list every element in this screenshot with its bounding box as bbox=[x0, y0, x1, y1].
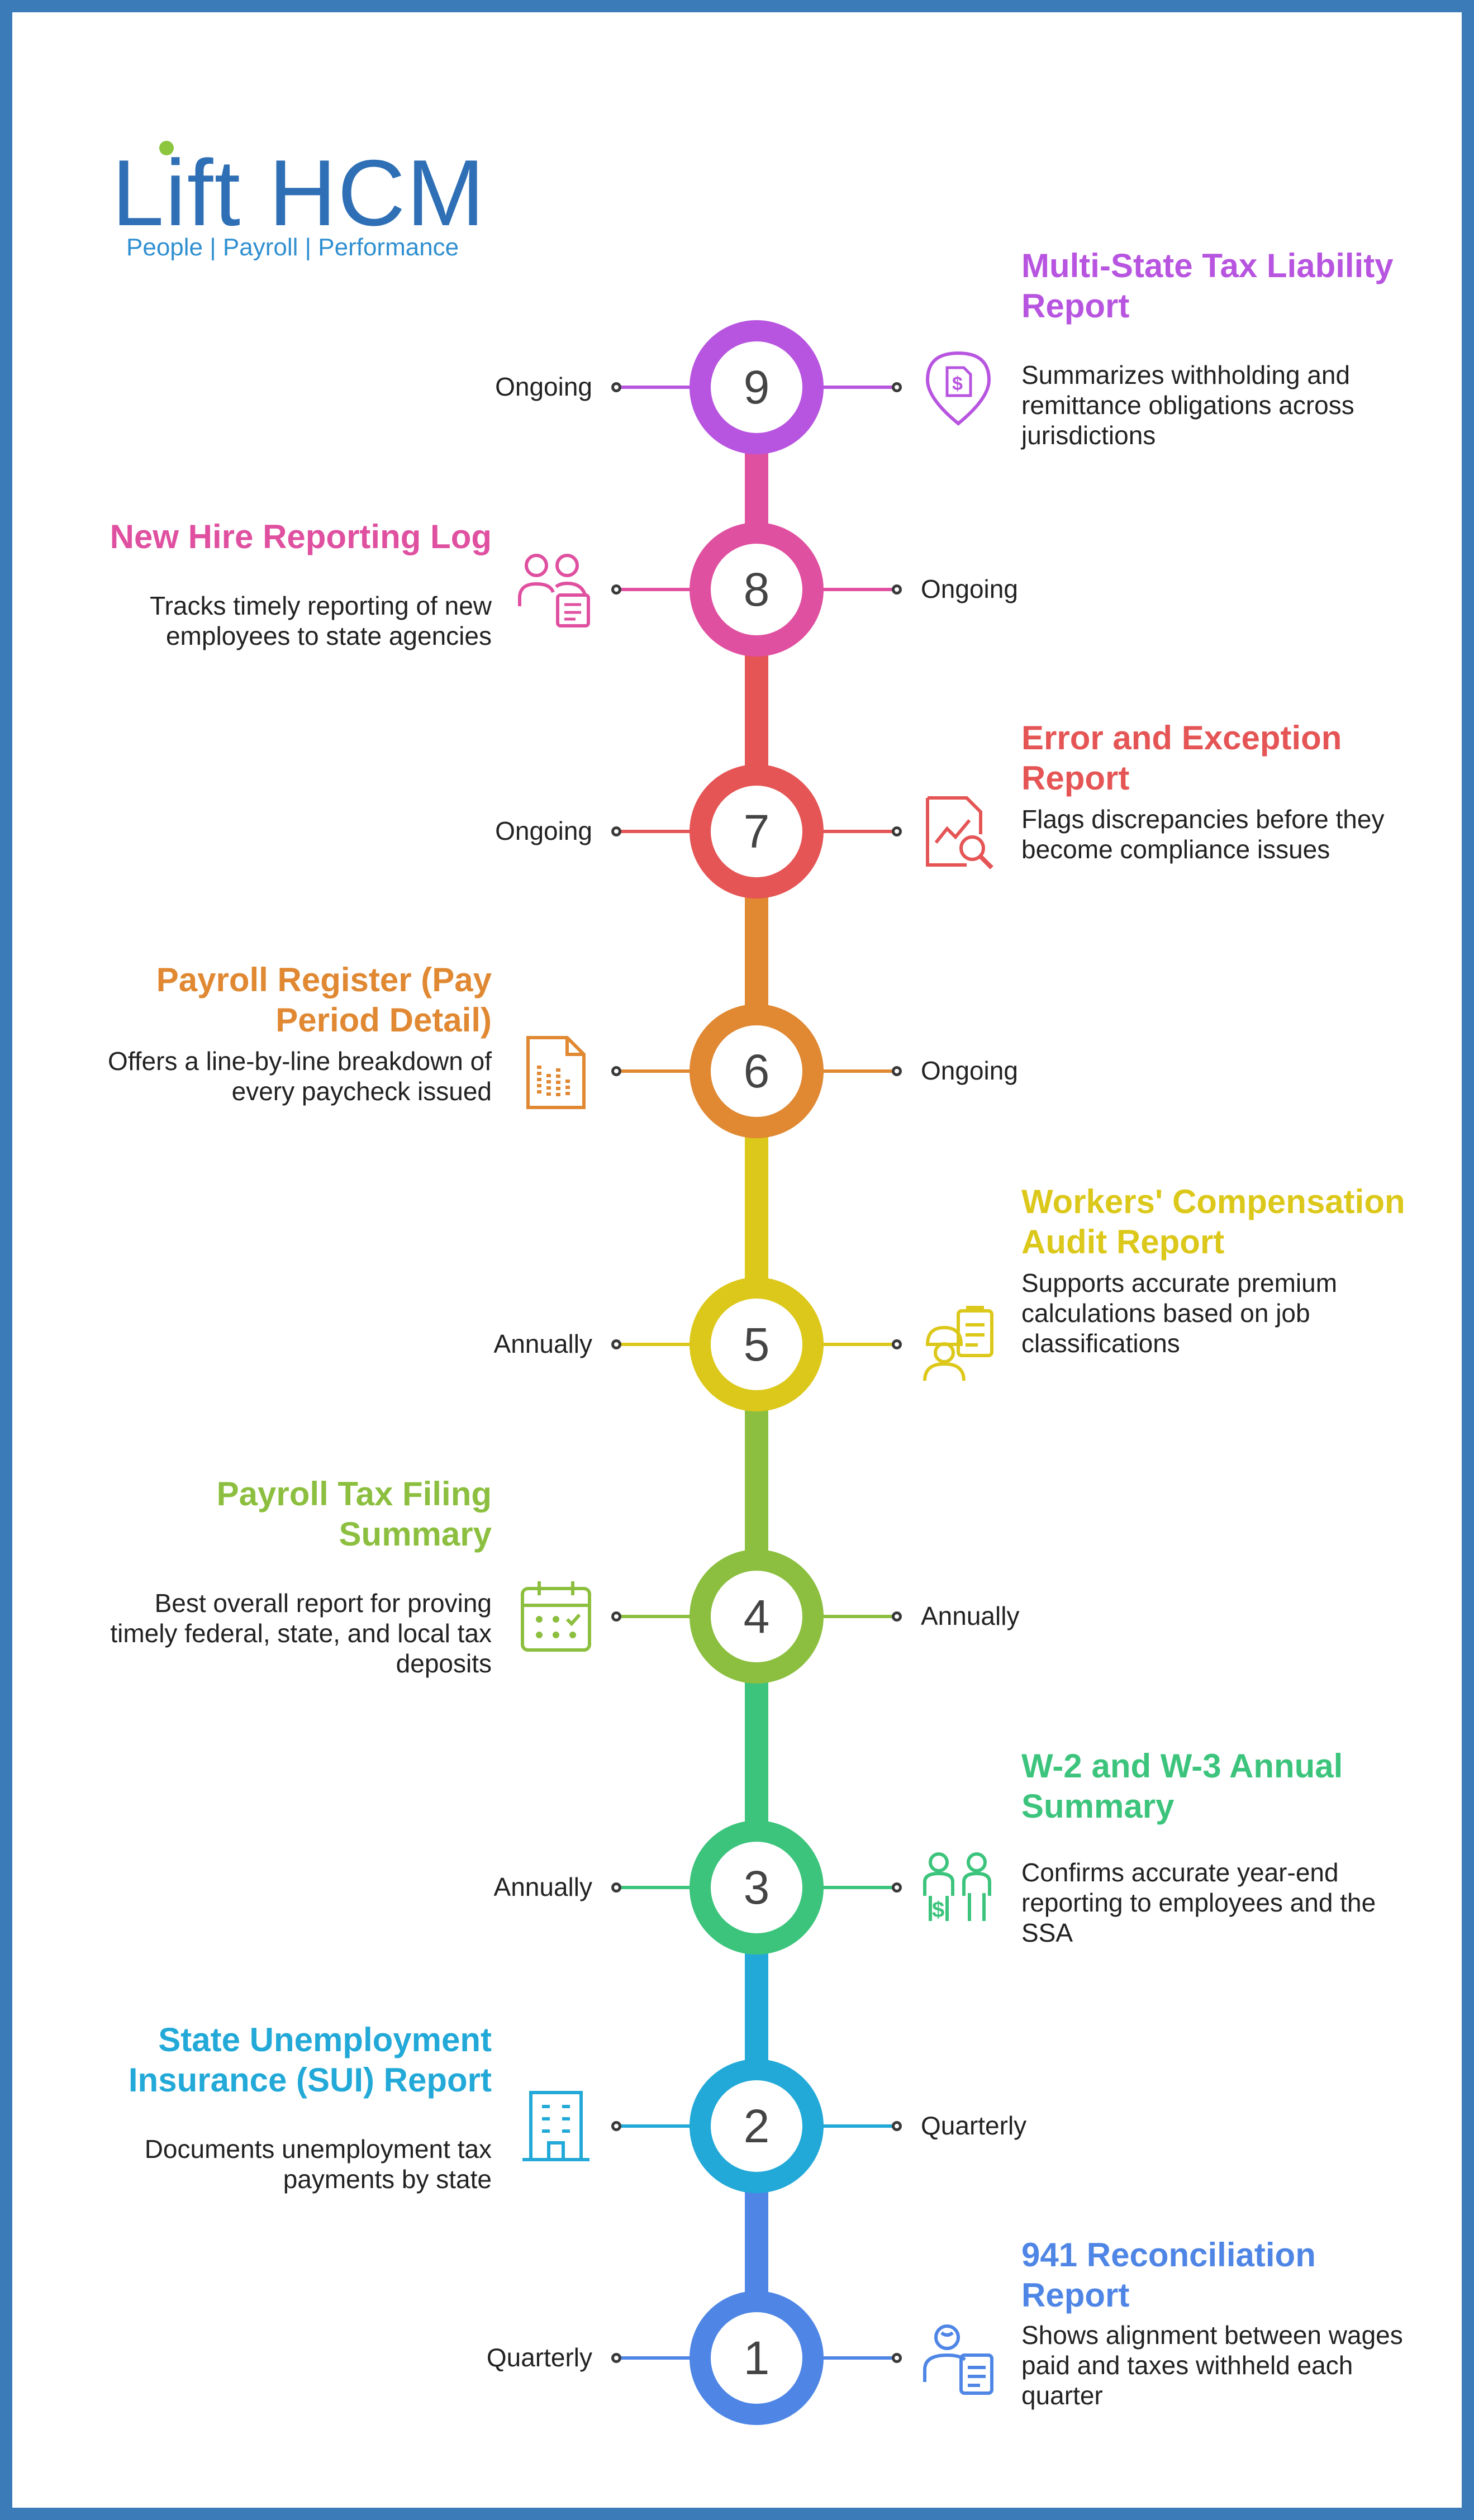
frequency-label: Annually bbox=[921, 1601, 1020, 1630]
connector-line-left bbox=[617, 1069, 701, 1073]
connector-endpoint-dot bbox=[892, 2121, 902, 2131]
connector-endpoint-dot bbox=[611, 584, 621, 595]
frequency-label: Ongoing bbox=[495, 816, 592, 845]
frequency-label: Quarterly bbox=[486, 2343, 592, 2372]
frequency-label: Ongoing bbox=[921, 574, 1018, 603]
logo-wordmark: Lift HCM bbox=[112, 140, 486, 245]
connector-endpoint-dot bbox=[892, 826, 902, 836]
connector-endpoint-dot bbox=[892, 1066, 902, 1076]
step-number: 8 bbox=[743, 563, 770, 616]
frequency-label: Annually bbox=[493, 1329, 592, 1358]
connector-line-right bbox=[812, 2124, 896, 2128]
employee-document-icon bbox=[916, 2316, 1000, 2400]
step-number: 1 bbox=[743, 2331, 770, 2384]
step-node-5: 5 bbox=[690, 1277, 824, 1411]
step-node-4: 4 bbox=[690, 1549, 824, 1684]
connector-endpoint-dot bbox=[611, 826, 621, 836]
register-document-icon bbox=[514, 1029, 598, 1113]
frequency-label: Ongoing bbox=[495, 372, 592, 401]
step-description: Offers a line-by-line breakdown of every… bbox=[108, 1047, 492, 1106]
step-description: Shows alignment between wages paid and t… bbox=[1021, 2321, 1403, 2410]
connector-line-left bbox=[617, 2356, 701, 2360]
step-description: Confirms accurate year-end reporting to … bbox=[1021, 1858, 1376, 1947]
step-description: Summarizes withholding and remittance ob… bbox=[1021, 360, 1354, 450]
people-document-icon bbox=[514, 548, 598, 631]
step-number: 4 bbox=[743, 1590, 770, 1643]
step-number: 5 bbox=[743, 1318, 770, 1371]
chart-magnifier-icon bbox=[916, 790, 1000, 873]
connector-endpoint-dot bbox=[892, 382, 902, 392]
connector-line-right bbox=[812, 588, 896, 591]
step-node-9: 9 bbox=[690, 320, 824, 454]
step-node-6: 6 bbox=[690, 1004, 824, 1138]
connector-line-left bbox=[617, 588, 701, 591]
step-title: State Unemployment Insurance (SUI) Repor… bbox=[128, 2021, 492, 2099]
step-description: Best overall report for proving timely f… bbox=[110, 1589, 492, 1678]
step-description: Supports accurate premium calculations b… bbox=[1021, 1268, 1338, 1358]
step-node-1: 1 bbox=[690, 2291, 824, 2425]
worker-clipboard-icon bbox=[916, 1302, 1000, 1386]
connector-line-left bbox=[617, 830, 701, 833]
connector-line-right bbox=[812, 1615, 896, 1618]
connector-endpoint-dot bbox=[611, 1339, 621, 1349]
connector-line-right bbox=[812, 1069, 896, 1073]
step-title: Payroll Tax Filing Summary bbox=[216, 1475, 492, 1553]
connector-endpoint-dot bbox=[611, 382, 621, 392]
svg-text:$: $ bbox=[952, 373, 963, 394]
step-node-3: 3 bbox=[690, 1820, 824, 1955]
connector-endpoint-dot bbox=[611, 1882, 621, 1893]
connector-endpoint-dot bbox=[892, 2353, 902, 2363]
connector-endpoint-dot bbox=[611, 1611, 621, 1622]
step-node-7: 7 bbox=[690, 764, 824, 898]
step-description: Documents unemployment tax payments by s… bbox=[144, 2134, 492, 2194]
connector-endpoint-dot bbox=[892, 1339, 902, 1349]
calendar-check-icon bbox=[514, 1575, 598, 1658]
connector-endpoint-dot bbox=[611, 2353, 621, 2363]
frequency-label: Ongoing bbox=[921, 1056, 1018, 1085]
connector-line-left bbox=[617, 1886, 701, 1889]
svg-text:$: $ bbox=[932, 1898, 944, 1922]
step-description: Tracks timely reporting of new employees… bbox=[150, 591, 492, 650]
connector-line-left bbox=[617, 386, 701, 389]
step-title: Workers' Compensation Audit Report bbox=[1021, 1183, 1405, 1261]
frequency-label: Quarterly bbox=[921, 2111, 1027, 2140]
step-title: Payroll Register (Pay Period Detail) bbox=[156, 961, 492, 1039]
step-number: 9 bbox=[743, 360, 770, 413]
step-title: 941 Reconciliation Report bbox=[1021, 2236, 1316, 2314]
connector-endpoint-dot bbox=[892, 584, 902, 595]
lift-hcm-logo: Lift HCM People | Payroll | Performance bbox=[112, 140, 503, 268]
connector-line-right bbox=[812, 1886, 896, 1889]
connector-line-right bbox=[812, 1343, 896, 1346]
step-node-2: 2 bbox=[690, 2059, 824, 2193]
connector-line-right bbox=[812, 2356, 896, 2360]
dollar-location-pin-icon: $ bbox=[916, 345, 1000, 429]
step-number: 6 bbox=[743, 1044, 770, 1097]
frequency-label: Annually bbox=[493, 1872, 592, 1901]
connector-endpoint-dot bbox=[611, 1066, 621, 1076]
step-title: Multi-State Tax Liability Report bbox=[1021, 247, 1394, 325]
step-description: Flags discrepancies before they become c… bbox=[1021, 805, 1385, 864]
step-title: Error and Exception Report bbox=[1021, 719, 1342, 797]
connector-line-right bbox=[812, 386, 896, 389]
step-title: W-2 and W-3 Annual Summary bbox=[1021, 1747, 1343, 1825]
connector-line-left bbox=[617, 1343, 701, 1346]
step-number: 2 bbox=[743, 2099, 770, 2152]
connector-line-left bbox=[617, 2124, 701, 2128]
connector-endpoint-dot bbox=[892, 1882, 902, 1893]
employee-payment-icon: $ bbox=[916, 1846, 1000, 1929]
logo-accent-dot bbox=[159, 141, 174, 155]
step-number: 3 bbox=[743, 1861, 770, 1914]
step-title: New Hire Reporting Log bbox=[110, 518, 492, 555]
step-number: 7 bbox=[743, 805, 770, 858]
connector-line-left bbox=[617, 1615, 701, 1618]
office-building-icon bbox=[514, 2084, 598, 2168]
connector-endpoint-dot bbox=[892, 1611, 902, 1622]
connector-line-right bbox=[812, 830, 896, 833]
step-node-8: 8 bbox=[690, 522, 824, 657]
connector-endpoint-dot bbox=[611, 2121, 621, 2131]
logo-tagline: People | Payroll | Performance bbox=[126, 234, 459, 261]
